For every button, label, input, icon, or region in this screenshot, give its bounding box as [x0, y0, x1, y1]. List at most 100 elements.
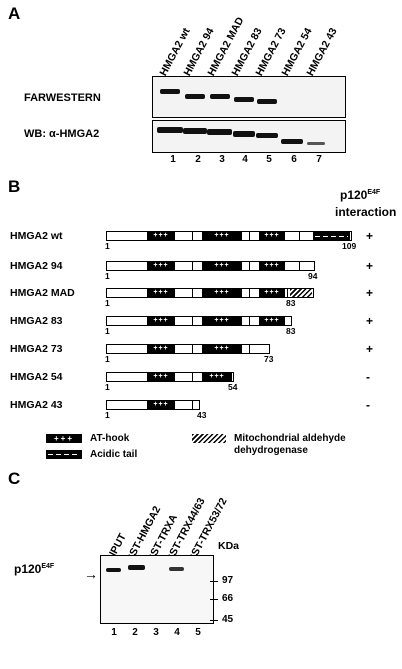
domain-divider	[287, 289, 288, 297]
lane-number: 7	[316, 154, 322, 165]
interaction-sign: +	[366, 259, 374, 273]
at-hook-domain: +++	[147, 317, 175, 325]
at-hook-domain: +++	[202, 373, 232, 381]
acidic-tail-legend-label: Acidic tail	[90, 449, 138, 460]
end-residue: 54	[228, 382, 238, 392]
lane-number: 4	[242, 154, 248, 165]
domain-divider	[249, 289, 250, 297]
mito-aldehyde-dehydrogenase-domain	[290, 289, 312, 297]
start-residue: 1	[105, 241, 110, 251]
end-residue: 109	[342, 241, 357, 251]
end-residue: 83	[286, 298, 296, 308]
at-hook-domain: +++	[259, 262, 285, 270]
lane-number: 2	[195, 154, 201, 165]
marker-tick	[210, 581, 218, 582]
construct-name: HMGA2 MAD	[10, 287, 75, 299]
lane-number: 5	[266, 154, 272, 165]
at-hook-domain: +++	[147, 289, 175, 297]
construct-bar: +++ +++ +++	[106, 261, 315, 271]
domain-divider	[249, 232, 250, 240]
at-hook-domain: +++	[259, 232, 285, 240]
blot-band	[185, 94, 205, 99]
marker-tick	[210, 620, 218, 621]
domain-divider	[192, 401, 193, 409]
start-residue: 1	[105, 326, 110, 336]
at-hook-domain: +++	[202, 262, 242, 270]
construct-row: HMGA2 83 +++ +++ +++ 1 83 +	[0, 313, 402, 336]
domain-divider	[249, 262, 250, 270]
interaction-sign: -	[366, 398, 370, 412]
blot-band	[233, 131, 255, 137]
at-hook-legend-swatch: +++	[46, 434, 82, 443]
construct-bar: +++ +++	[106, 372, 234, 382]
domain-divider	[299, 262, 300, 270]
lane-number: 1	[111, 627, 117, 638]
marker-label: 97	[222, 575, 234, 586]
p120-label-sup: E4F	[41, 563, 55, 570]
blot-band	[210, 94, 230, 99]
construct-name: HMGA2 43	[10, 399, 63, 411]
marker-label: 45	[222, 614, 234, 625]
construct-name: HMGA2 83	[10, 315, 63, 327]
construct-bar: +++ +++ +++	[106, 231, 352, 241]
blot-band	[169, 567, 184, 571]
at-hook-domain: +++	[259, 317, 285, 325]
p120-label-main: p120	[14, 562, 42, 576]
construct-row: HMGA2 54 +++ +++ 1 54 -	[0, 369, 402, 392]
blot-band	[257, 99, 277, 104]
arrow-right-icon: →	[84, 566, 98, 582]
start-residue: 1	[105, 382, 110, 392]
at-hook-domain: +++	[147, 373, 175, 381]
acidic-tail-legend-swatch	[46, 450, 82, 459]
construct-bar: +++ +++ +++	[106, 288, 314, 298]
blot-band	[183, 128, 207, 134]
construct-bar: +++ +++	[106, 344, 270, 354]
acidic-tail-domain	[313, 232, 350, 240]
blot-band	[256, 133, 278, 138]
interaction-header-sup: E4F	[367, 189, 381, 196]
lane-number: 4	[174, 627, 180, 638]
panel-a-letter: A	[8, 4, 21, 23]
mito-legend-label-2: dehydrogenase	[234, 445, 308, 456]
at-hook-domain: +++	[259, 289, 285, 297]
construct-row: HMGA2 73 +++ +++ 1 73 +	[0, 341, 402, 364]
domain-divider	[192, 345, 193, 353]
pulldown-blot	[100, 555, 214, 624]
at-hook-domain: +++	[147, 401, 175, 409]
blot-band	[157, 127, 183, 133]
panel-c-letter: C	[8, 469, 21, 488]
interaction-subheader: interaction	[335, 205, 397, 219]
p120-band-label: p120E4F	[14, 562, 54, 576]
lane-number: 3	[219, 154, 225, 165]
at-hook-domain: +++	[147, 262, 175, 270]
western-blot	[152, 120, 346, 153]
at-hook-domain: +++	[202, 345, 242, 353]
start-residue: 1	[105, 271, 110, 281]
end-residue: 43	[197, 410, 207, 420]
domain-divider	[249, 317, 250, 325]
lane-number: 2	[132, 627, 138, 638]
domain-divider	[249, 345, 250, 353]
domain-divider	[192, 232, 193, 240]
at-hook-domain: +++	[202, 317, 242, 325]
blot-band	[307, 142, 325, 145]
panel-b-letter: B	[8, 177, 21, 196]
blot-band	[106, 568, 121, 572]
blot-band	[234, 97, 254, 102]
end-residue: 73	[264, 354, 274, 364]
blot-band	[281, 139, 303, 144]
interaction-sign: +	[366, 286, 374, 300]
domain-divider	[192, 262, 193, 270]
construct-name: HMGA2 wt	[10, 230, 63, 242]
lane-number: 5	[195, 627, 201, 638]
mito-legend-swatch	[192, 434, 226, 443]
at-hook-domain: +++	[202, 289, 242, 297]
construct-row: HMGA2 94 +++ +++ +++ 1 94 +	[0, 258, 402, 281]
lane-number: 6	[291, 154, 297, 165]
interaction-sign: -	[366, 370, 370, 384]
construct-name: HMGA2 54	[10, 371, 63, 383]
construct-bar: +++	[106, 400, 200, 410]
kda-unit-label: KDa	[218, 540, 240, 552]
domain-divider	[192, 373, 193, 381]
construct-row: HMGA2 wt +++ +++ +++ 1 109 +	[0, 228, 402, 251]
